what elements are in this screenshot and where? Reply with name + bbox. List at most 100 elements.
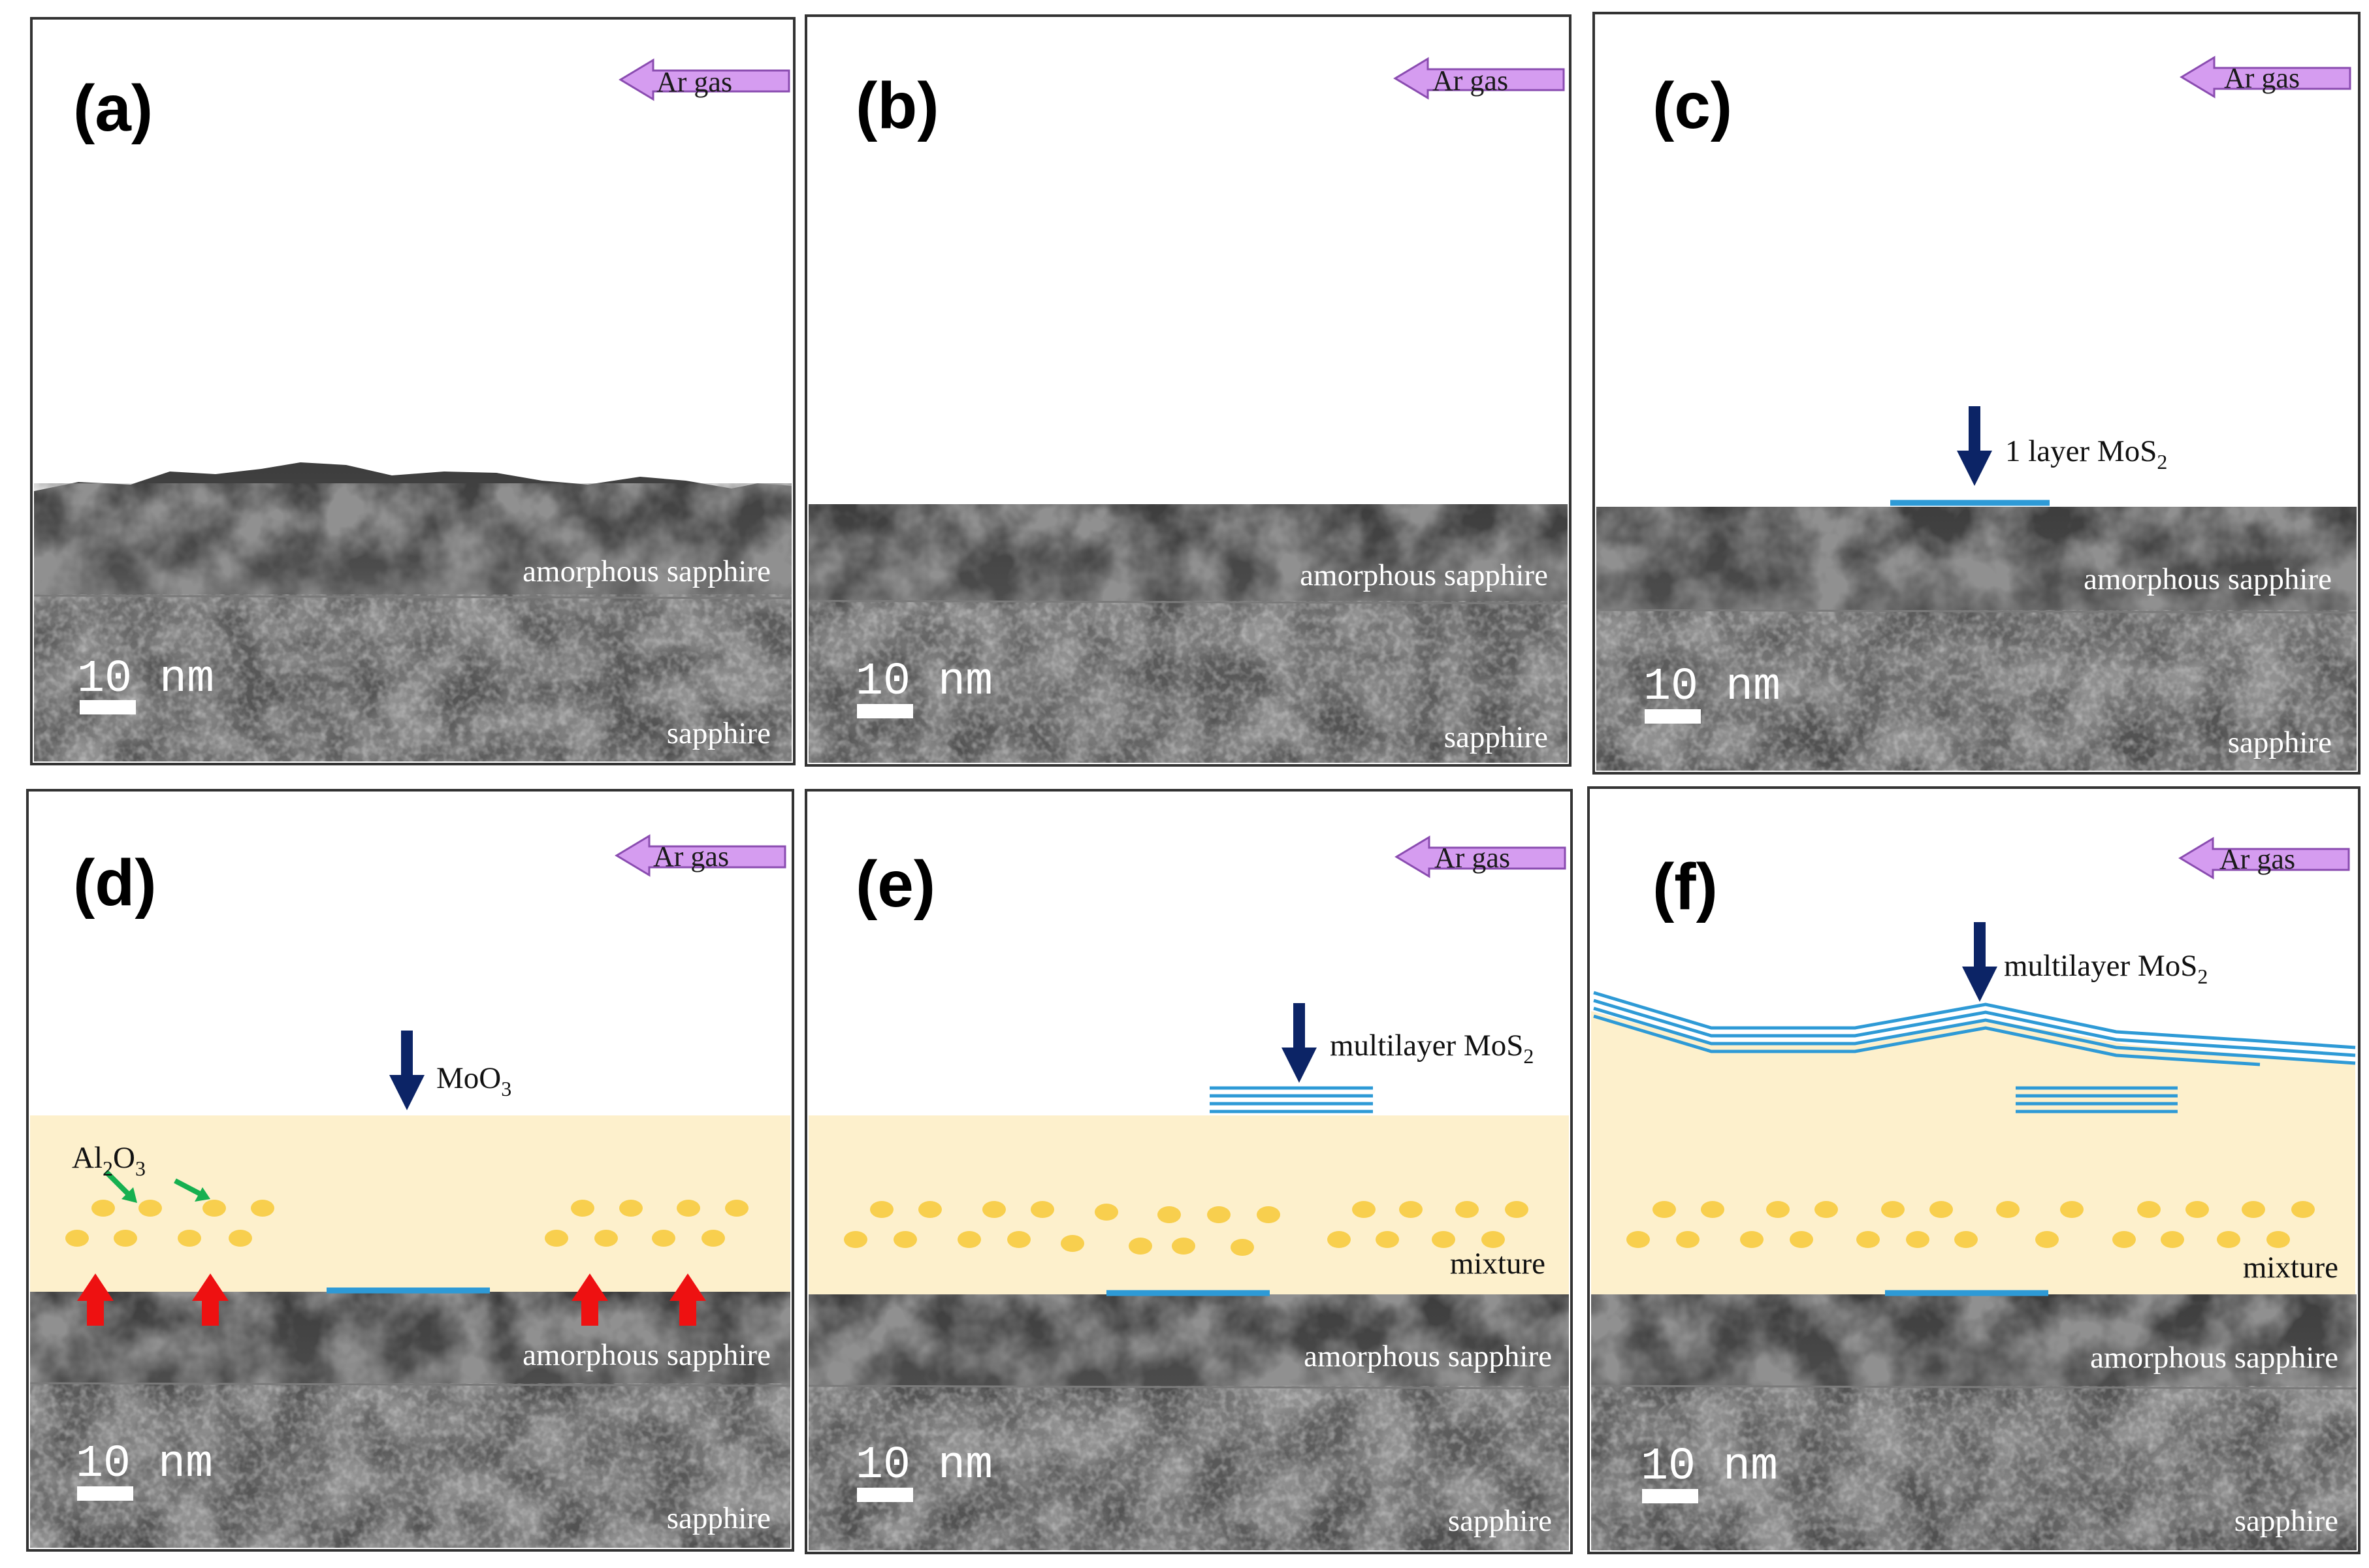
- green-arrow: [174, 1178, 204, 1198]
- red-up-arrow: [669, 1273, 706, 1326]
- mixture-label: mixture: [2243, 1251, 2338, 1285]
- particle: [982, 1201, 1006, 1218]
- panel-border: [30, 17, 796, 765]
- sapphire-label: sapphire: [2234, 1504, 2338, 1538]
- multilayer-mos2-film: [1593, 991, 2356, 1066]
- particle: [229, 1230, 252, 1247]
- amorphous-sapphire-label: amorphous sapphire: [1304, 1339, 1552, 1373]
- particle: [1231, 1239, 1254, 1256]
- panel-label: (c): [1652, 69, 1732, 142]
- scale-bar: [857, 1488, 913, 1502]
- particle: [1676, 1231, 1700, 1248]
- red-up-arrows: [77, 1273, 706, 1326]
- interface-line: [29, 1382, 791, 1387]
- particle: [619, 1200, 643, 1217]
- mos2-note: multilayer MoS2: [1330, 1029, 1534, 1068]
- particles: [1626, 1201, 2315, 1248]
- ar-gas-label: Ar gas: [1434, 842, 1510, 874]
- tem-grain: [809, 1386, 1569, 1550]
- amorphous-sapphire-label: amorphous sapphire: [2090, 1341, 2338, 1375]
- particle: [571, 1200, 594, 1217]
- panel-a: (a) Ar gas amorphous sapphire sapphire 1…: [30, 17, 796, 765]
- interface-line: [33, 594, 792, 600]
- particle: [1996, 1201, 2020, 1218]
- particle: [1740, 1231, 1764, 1248]
- panel-label: (a): [73, 72, 153, 145]
- particle: [918, 1201, 942, 1218]
- particle: [1481, 1231, 1505, 1248]
- scale-bar-label: 10 nm: [856, 1440, 993, 1492]
- interface-line: [808, 1384, 1570, 1390]
- particle: [725, 1200, 749, 1217]
- particle: [202, 1200, 226, 1217]
- ar-gas-arrow: Ar gas: [2178, 837, 2350, 880]
- sapphire-label: sapphire: [2228, 726, 2332, 760]
- green-arrows: [104, 1170, 210, 1203]
- panel-border: [805, 14, 1571, 767]
- particles: [65, 1200, 749, 1247]
- tem-grain: [1596, 610, 2357, 771]
- tem-grain: [809, 601, 1568, 763]
- red-up-arrow: [572, 1273, 608, 1326]
- ar-gas-label: Ar gas: [1432, 65, 1508, 97]
- al2o3-note: Al2O3: [72, 1141, 146, 1180]
- particle: [1455, 1201, 1479, 1218]
- particles: [844, 1201, 1528, 1256]
- particle: [178, 1230, 201, 1247]
- red-up-arrow: [77, 1273, 114, 1326]
- panel-label: (f): [1652, 850, 1718, 923]
- particle: [2185, 1201, 2209, 1218]
- red-up-arrow: [192, 1273, 229, 1326]
- particle: [2137, 1201, 2161, 1218]
- sapphire-label: sapphire: [667, 716, 771, 750]
- ar-gas-arrow: Ar gas: [1393, 57, 1565, 100]
- particle: [844, 1231, 867, 1248]
- ar-gas-arrow: Ar gas: [619, 58, 790, 101]
- particle: [1095, 1204, 1118, 1221]
- panel-label: (e): [856, 848, 935, 921]
- down-arrow: [1281, 1003, 1317, 1083]
- particle: [652, 1230, 675, 1247]
- particle: [1652, 1201, 1676, 1218]
- particle: [2161, 1231, 2184, 1248]
- panel-border: [805, 789, 1573, 1554]
- particle: [1352, 1201, 1376, 1218]
- particle: [1929, 1201, 1953, 1218]
- particle: [1505, 1201, 1528, 1218]
- down-arrow: [1962, 922, 1997, 1002]
- particle: [1906, 1231, 1929, 1248]
- scale-bar: [80, 700, 136, 714]
- scale-bar: [1645, 709, 1701, 724]
- panel-b: (b) Ar gas amorphous sapphire sapphire 1…: [805, 14, 1571, 767]
- multilayer-mos2-stack: [2016, 1086, 2178, 1113]
- scale-bar: [1642, 1489, 1698, 1503]
- scale-bar-label: 10 nm: [1643, 662, 1781, 713]
- panel-label: (b): [856, 69, 939, 142]
- panel-e: multilayer MoS2 mixture (e) Ar gas amorp…: [805, 789, 1573, 1554]
- sapphire-label: sapphire: [1448, 1504, 1552, 1538]
- particle: [1207, 1206, 1231, 1223]
- mos2-note: 1 layer MoS2: [2005, 434, 2167, 473]
- mixture-layer: [1591, 1011, 2355, 1294]
- particle: [2291, 1201, 2315, 1218]
- mixture-label: mixture: [1450, 1247, 1545, 1281]
- particle: [251, 1200, 274, 1217]
- particle: [958, 1231, 981, 1248]
- particle: [1172, 1238, 1195, 1255]
- particle: [1399, 1201, 1423, 1218]
- sapphire-label: sapphire: [1444, 720, 1548, 754]
- particle: [894, 1231, 917, 1248]
- ar-gas-arrow: Ar gas: [2180, 56, 2351, 99]
- interface-line: [808, 600, 1568, 605]
- panel-border: [1587, 786, 2361, 1554]
- amorphous-sapphire-label: amorphous sapphire: [1300, 558, 1548, 592]
- scale-bar-label: 10 nm: [77, 654, 214, 705]
- down-arrow: [1957, 406, 1992, 486]
- particle: [65, 1230, 89, 1247]
- ar-gas-arrow: Ar gas: [615, 834, 786, 877]
- green-arrow-head: [195, 1187, 210, 1202]
- particle: [1881, 1201, 1905, 1218]
- tem-grain: [1591, 1386, 2357, 1550]
- scale-bar-label: 10 nm: [1641, 1441, 1778, 1493]
